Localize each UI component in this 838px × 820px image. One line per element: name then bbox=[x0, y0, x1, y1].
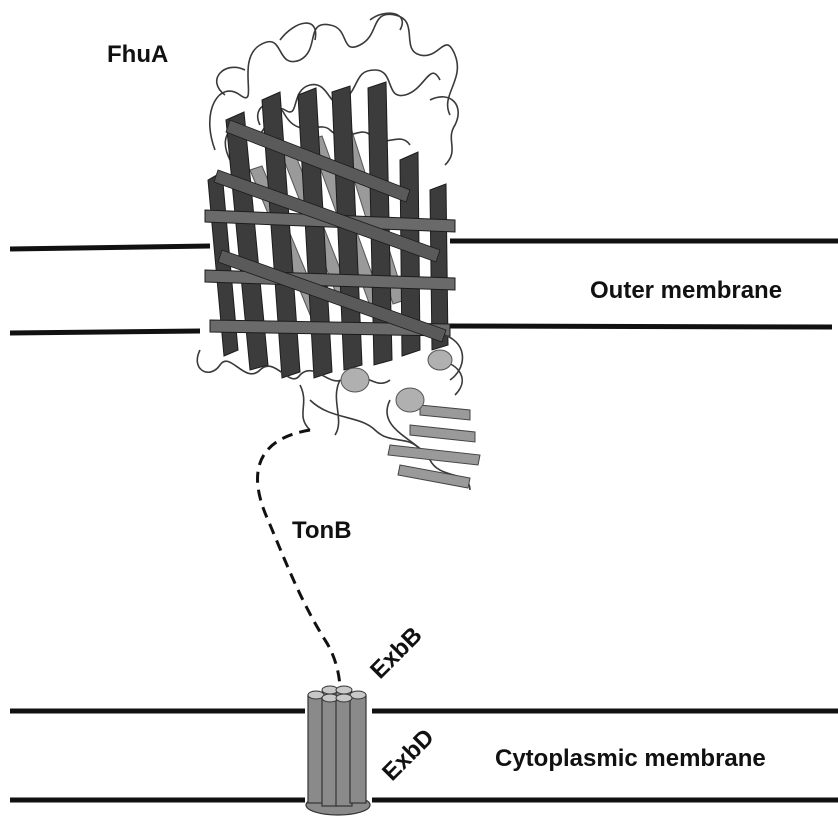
exbd-label: ExbD bbox=[377, 724, 439, 786]
cytoplasmic-membrane-label: Cytoplasmic membrane bbox=[495, 745, 766, 772]
tonb-label: TonB bbox=[292, 517, 352, 544]
outer-membrane-label: Outer membrane bbox=[590, 277, 782, 304]
tonb-dashed-line bbox=[258, 430, 340, 690]
exb-cylinders bbox=[308, 692, 366, 806]
fhua-beta-barrel bbox=[205, 82, 455, 378]
fhua-label: FhuA bbox=[107, 41, 168, 68]
exbb-exbd-complex bbox=[306, 686, 370, 815]
exbb-label: ExbB bbox=[365, 622, 427, 684]
fhua-plug-domain bbox=[197, 335, 480, 490]
